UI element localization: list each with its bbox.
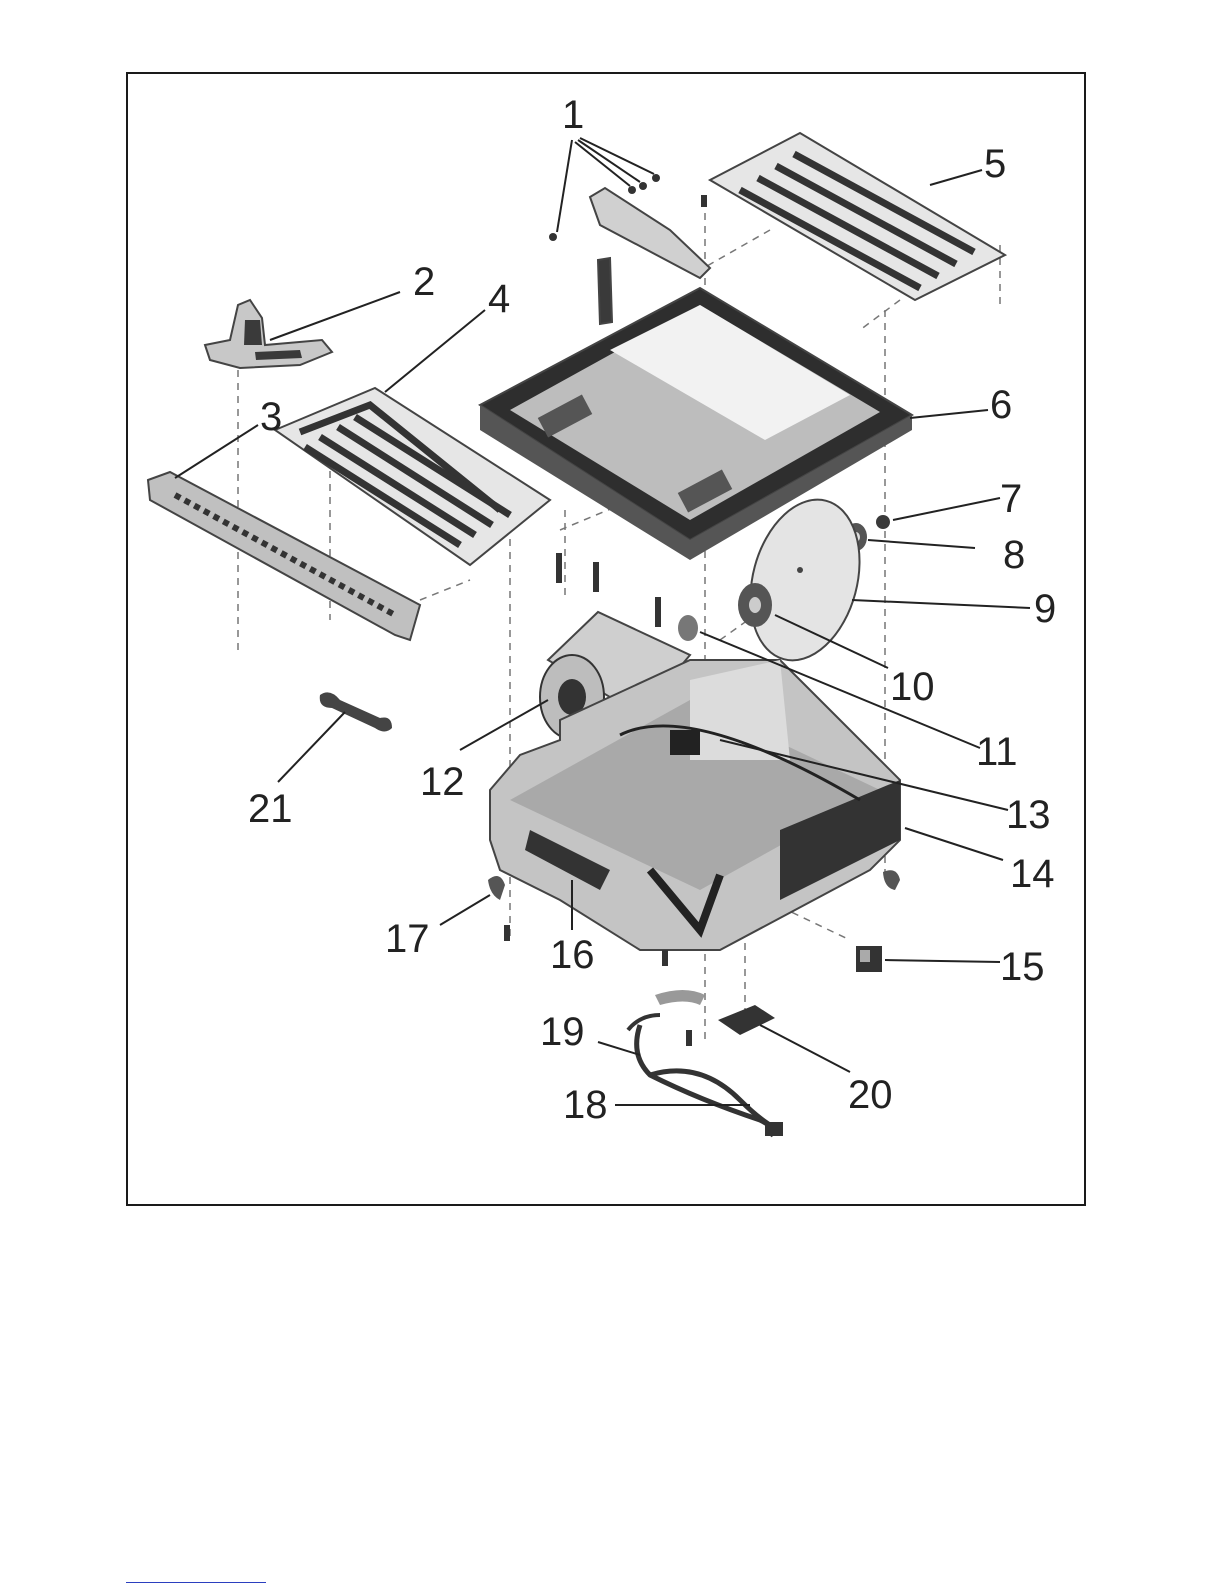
callout-14: 14: [1010, 852, 1055, 896]
callout-18: 18: [563, 1083, 608, 1127]
right-table-extension-part: [710, 133, 1005, 300]
arbor-nut-part: [876, 515, 890, 529]
callout-20: 20: [848, 1073, 893, 1117]
callout-15: 15: [1000, 945, 1045, 989]
callout-12: 12: [420, 760, 465, 804]
callout-9: 9: [1034, 587, 1056, 631]
callout-10: 10: [890, 665, 935, 709]
callout-13: 13: [1006, 793, 1051, 837]
callout-1: 1: [562, 93, 584, 137]
callout-2: 2: [413, 260, 435, 304]
power-switch-part: [856, 946, 882, 972]
cord-clamp-part: [655, 990, 705, 1005]
callout-6: 6: [990, 383, 1012, 427]
cover-plate-part: [718, 1005, 775, 1035]
rip-fence-head-part: [205, 300, 332, 368]
callout-16: 16: [550, 933, 595, 977]
callout-5: 5: [984, 142, 1006, 186]
callout-7: 7: [1000, 477, 1022, 521]
callout-8: 8: [1003, 533, 1025, 577]
arbor-collar-part: [678, 615, 698, 641]
callout-17: 17: [385, 917, 430, 961]
inner-flange-part: [738, 583, 772, 627]
footer-link-underline: [126, 1582, 266, 1583]
callout-4: 4: [488, 277, 510, 321]
callout-11: 11: [976, 730, 1018, 774]
callout-19: 19: [540, 1010, 585, 1054]
callout-21: 21: [248, 787, 293, 831]
callout-3: 3: [260, 395, 282, 439]
